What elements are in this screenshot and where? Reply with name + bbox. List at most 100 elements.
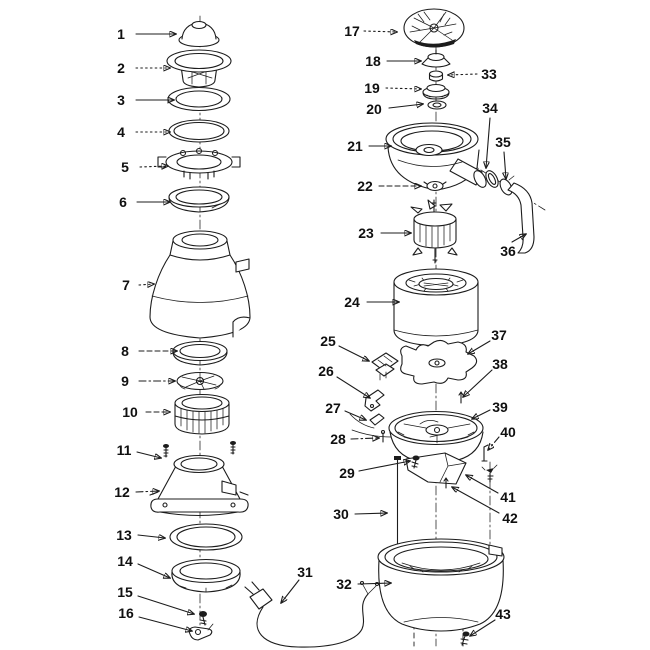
- part-16-clamp: [188, 623, 214, 641]
- part-41-screw: [481, 464, 498, 483]
- callout-25: 25: [320, 333, 369, 361]
- callout-18: 18: [365, 53, 421, 69]
- part-number-label: 29: [339, 465, 355, 481]
- part-number-label: 22: [357, 178, 373, 194]
- part-26-bracket: [364, 389, 385, 412]
- part-number-label: 21: [347, 138, 363, 154]
- callout-3: 3: [117, 92, 174, 108]
- part-1-stopper: [178, 20, 220, 48]
- part-40-pin: [481, 444, 489, 462]
- part-number-label: 10: [122, 404, 138, 420]
- leader-line: [136, 451, 161, 458]
- part-number-label: 36: [500, 243, 516, 259]
- callout-26: 26: [318, 363, 370, 398]
- part-number-label: 13: [116, 527, 132, 543]
- leader-line: [354, 513, 387, 514]
- callout-5: 5: [121, 159, 168, 175]
- part-36-discharge-elbow: [507, 182, 535, 254]
- callout-37: 37: [468, 327, 507, 354]
- callout-39: 39: [472, 399, 508, 419]
- part-17-flywheel: [403, 8, 465, 48]
- callout-14: 14: [117, 553, 170, 578]
- callout-6: 6: [119, 194, 170, 210]
- leader-line: [338, 345, 369, 361]
- part-34-spout-gasket: [485, 170, 499, 188]
- callout-34: 34: [482, 100, 498, 168]
- part-43-screw: [460, 631, 470, 646]
- callout-4: 4: [117, 124, 170, 140]
- leader-line: [350, 438, 379, 439]
- part-25-switch: [371, 352, 399, 381]
- leader-line: [448, 74, 478, 75]
- part-number-label: 4: [117, 124, 125, 140]
- part-number-label: 24: [344, 294, 360, 310]
- part-3-gasket: [167, 86, 231, 112]
- part-number-label: 38: [492, 356, 508, 372]
- part-31-power-cord: [244, 580, 380, 648]
- callout-29: 29: [339, 461, 410, 481]
- part-number-label: 16: [118, 605, 134, 621]
- part-33-retainer-cup: [428, 70, 444, 82]
- callout-43: 43: [470, 606, 511, 636]
- part-number-label: 11: [117, 442, 132, 458]
- part-37-mounting-gasket: [400, 339, 478, 385]
- part-13-gasket-ring: [169, 523, 243, 551]
- part-number-label: 32: [336, 576, 352, 592]
- callout-21: 21: [347, 138, 391, 154]
- part-number-label: 27: [325, 400, 341, 416]
- part-20-seal: [427, 100, 447, 110]
- callout-24: 24: [344, 294, 399, 310]
- part-number-label: 35: [495, 134, 511, 150]
- part-28-pin: [380, 429, 386, 443]
- leader-line: [135, 491, 159, 492]
- part-21-upper-housing: [385, 122, 487, 191]
- part-19-bearing: [422, 83, 450, 100]
- leader-line: [486, 117, 491, 168]
- callout-35: 35: [495, 134, 511, 179]
- callout-15: 15: [117, 584, 194, 614]
- callout-40: 40: [488, 424, 516, 450]
- leader-line: [511, 234, 526, 243]
- part-42-pin: [443, 477, 449, 489]
- part-number-label: 19: [364, 80, 380, 96]
- leader-line: [463, 369, 493, 397]
- part-number-label: 34: [482, 100, 498, 116]
- part-number-label: 5: [121, 159, 129, 175]
- leader-line: [470, 619, 496, 636]
- callout-30: 30: [333, 506, 387, 522]
- part-number-label: 15: [117, 584, 133, 600]
- part-number-label: 41: [500, 489, 516, 505]
- part-number-label: 6: [119, 194, 127, 210]
- leader-line: [488, 436, 500, 450]
- callout-20: 20: [366, 101, 423, 117]
- part-number-label: 39: [492, 399, 508, 415]
- callout-28: 28: [330, 431, 379, 447]
- part-number-label: 33: [481, 66, 497, 82]
- part-number-label: 40: [500, 424, 516, 440]
- part-2-sink-flange-strainer: [166, 49, 232, 88]
- leader-line: [137, 595, 194, 614]
- part-4-fiber-gasket: [168, 119, 230, 143]
- part-number-label: 31: [297, 564, 313, 580]
- leader-line: [466, 475, 499, 494]
- leader-line: [137, 563, 170, 578]
- leader-line: [358, 461, 410, 472]
- part-5-mounting-ring: [157, 147, 241, 180]
- part-number-label: 23: [358, 225, 374, 241]
- callout-32: 32: [336, 576, 391, 592]
- callout-36: 36: [500, 234, 526, 259]
- leader-line: [385, 88, 421, 89]
- callout-23: 23: [358, 225, 411, 241]
- part-38-pin: [458, 391, 464, 404]
- part-number-label: 25: [320, 333, 336, 349]
- callout-9: 9: [121, 373, 175, 389]
- part-number-label: 30: [333, 506, 349, 522]
- leader-line: [472, 409, 491, 419]
- callout-2: 2: [117, 60, 170, 76]
- part-10-shredder-ring: [174, 393, 230, 435]
- part-number-label: 3: [117, 92, 125, 108]
- part-number-label: 20: [366, 101, 382, 117]
- leader-line: [138, 284, 154, 285]
- leader-line: [468, 340, 491, 354]
